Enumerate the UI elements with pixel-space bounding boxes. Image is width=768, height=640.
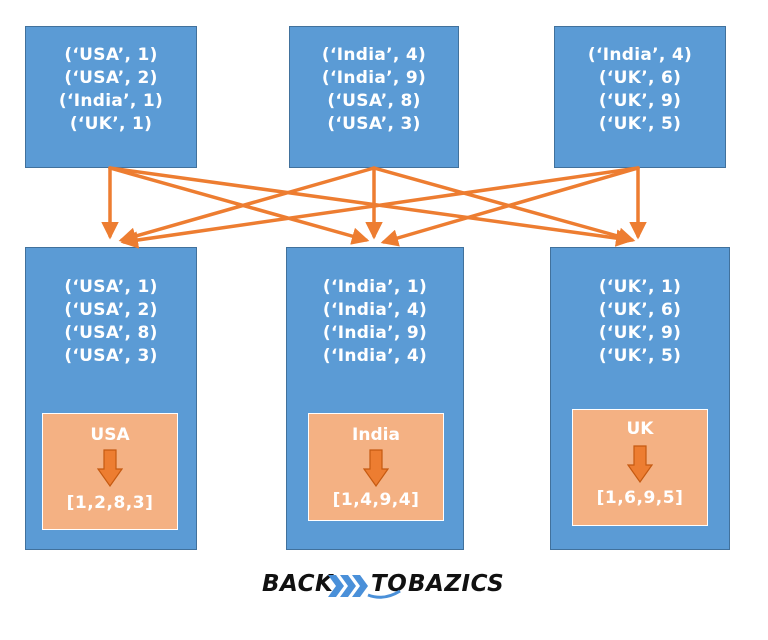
source-partition-3: (‘India’, 4) (‘UK’, 6) (‘UK’, 9) (‘UK’, … bbox=[554, 26, 726, 168]
group-by-key-box: USA [1,2,8,3] bbox=[42, 413, 178, 530]
source-partition-1: (‘USA’, 1) (‘USA’, 2) (‘India’, 1) (‘UK’… bbox=[25, 26, 197, 168]
tuple-list: (‘USA’, 1) (‘USA’, 2) (‘India’, 1) (‘UK’… bbox=[26, 44, 196, 136]
tuple: (‘UK’, 6) bbox=[598, 68, 682, 88]
down-arrow-icon bbox=[97, 449, 123, 487]
logo-text-bazics: BAZICS bbox=[408, 571, 505, 597]
shuffled-partition-uk: (‘UK’, 1) (‘UK’, 6) (‘UK’, 9) (‘UK’, 5) … bbox=[550, 247, 730, 550]
tuple: (‘UK’, 9) bbox=[598, 91, 682, 111]
tuple: (‘UK’, 6) bbox=[598, 300, 682, 320]
logo-text-to: TO bbox=[371, 571, 408, 597]
down-arrow-icon bbox=[363, 449, 389, 487]
tuple-list: (‘India’, 1) (‘India’, 4) (‘India’, 9) (… bbox=[287, 276, 463, 368]
tuple: (‘India’, 9) bbox=[322, 323, 428, 343]
grouped-values: [1,4,9,4] bbox=[332, 490, 420, 510]
tuple: (‘USA’, 2) bbox=[64, 68, 158, 88]
shuffle-arrow bbox=[118, 166, 376, 245]
group-key: India bbox=[352, 425, 400, 445]
tuple: (‘UK’, 5) bbox=[598, 346, 682, 366]
shuffle-arrow bbox=[120, 166, 640, 249]
grouped-values: [1,2,8,3] bbox=[66, 493, 154, 513]
tuple: (‘India’, 4) bbox=[587, 45, 693, 65]
tuple-list: (‘USA’, 1) (‘USA’, 2) (‘USA’, 8) (‘USA’,… bbox=[26, 276, 196, 368]
logo-text-back: BACK bbox=[262, 571, 334, 597]
shuffled-partition-india: (‘India’, 1) (‘India’, 4) (‘India’, 9) (… bbox=[286, 247, 464, 550]
tuple: (‘USA’, 1) bbox=[64, 45, 158, 65]
tuple-list: (‘India’, 4) (‘India’, 9) (‘USA’, 8) (‘U… bbox=[290, 44, 458, 136]
tuple: (‘UK’, 1) bbox=[69, 114, 153, 134]
tuple: (‘UK’, 5) bbox=[598, 114, 682, 134]
chevron-icon bbox=[328, 575, 368, 597]
tuple: (‘India’, 4) bbox=[321, 45, 427, 65]
shuffle-arrow bbox=[108, 166, 634, 247]
down-arrow-icon bbox=[627, 445, 653, 483]
group-key: UK bbox=[626, 419, 654, 439]
group-by-key-box: UK [1,6,9,5] bbox=[572, 409, 708, 526]
tuple: (‘USA’, 8) bbox=[64, 323, 158, 343]
tuple: (‘USA’, 1) bbox=[64, 277, 158, 297]
tuple-list: (‘UK’, 1) (‘UK’, 6) (‘UK’, 9) (‘UK’, 5) bbox=[551, 276, 729, 368]
tuple: (‘India’, 1) bbox=[322, 277, 428, 297]
grouped-values: [1,6,9,5] bbox=[596, 488, 684, 508]
tuple: (‘India’, 1) bbox=[58, 91, 164, 111]
tuple: (‘USA’, 3) bbox=[64, 346, 158, 366]
tuple: (‘India’, 4) bbox=[322, 346, 428, 366]
source-partition-2: (‘India’, 4) (‘India’, 9) (‘USA’, 8) (‘U… bbox=[289, 26, 459, 168]
tuple: (‘India’, 4) bbox=[322, 300, 428, 320]
shuffled-partition-usa: (‘USA’, 1) (‘USA’, 2) (‘USA’, 8) (‘USA’,… bbox=[25, 247, 197, 550]
tuple-list: (‘India’, 4) (‘UK’, 6) (‘UK’, 9) (‘UK’, … bbox=[555, 44, 725, 136]
tuple: (‘UK’, 9) bbox=[598, 323, 682, 343]
tuple: (‘USA’, 8) bbox=[327, 91, 421, 111]
tuple: (‘India’, 9) bbox=[321, 68, 427, 88]
swoosh-icon bbox=[367, 589, 401, 599]
shuffle-arrow bbox=[372, 166, 636, 245]
group-key: USA bbox=[90, 425, 130, 445]
group-by-key-box: India [1,4,9,4] bbox=[308, 413, 444, 521]
tuple: (‘USA’, 2) bbox=[64, 300, 158, 320]
shuffle-arrow bbox=[108, 166, 370, 245]
tuple: (‘USA’, 3) bbox=[327, 114, 421, 134]
shuffle-arrow bbox=[380, 166, 640, 247]
tuple: (‘UK’, 1) bbox=[598, 277, 682, 297]
